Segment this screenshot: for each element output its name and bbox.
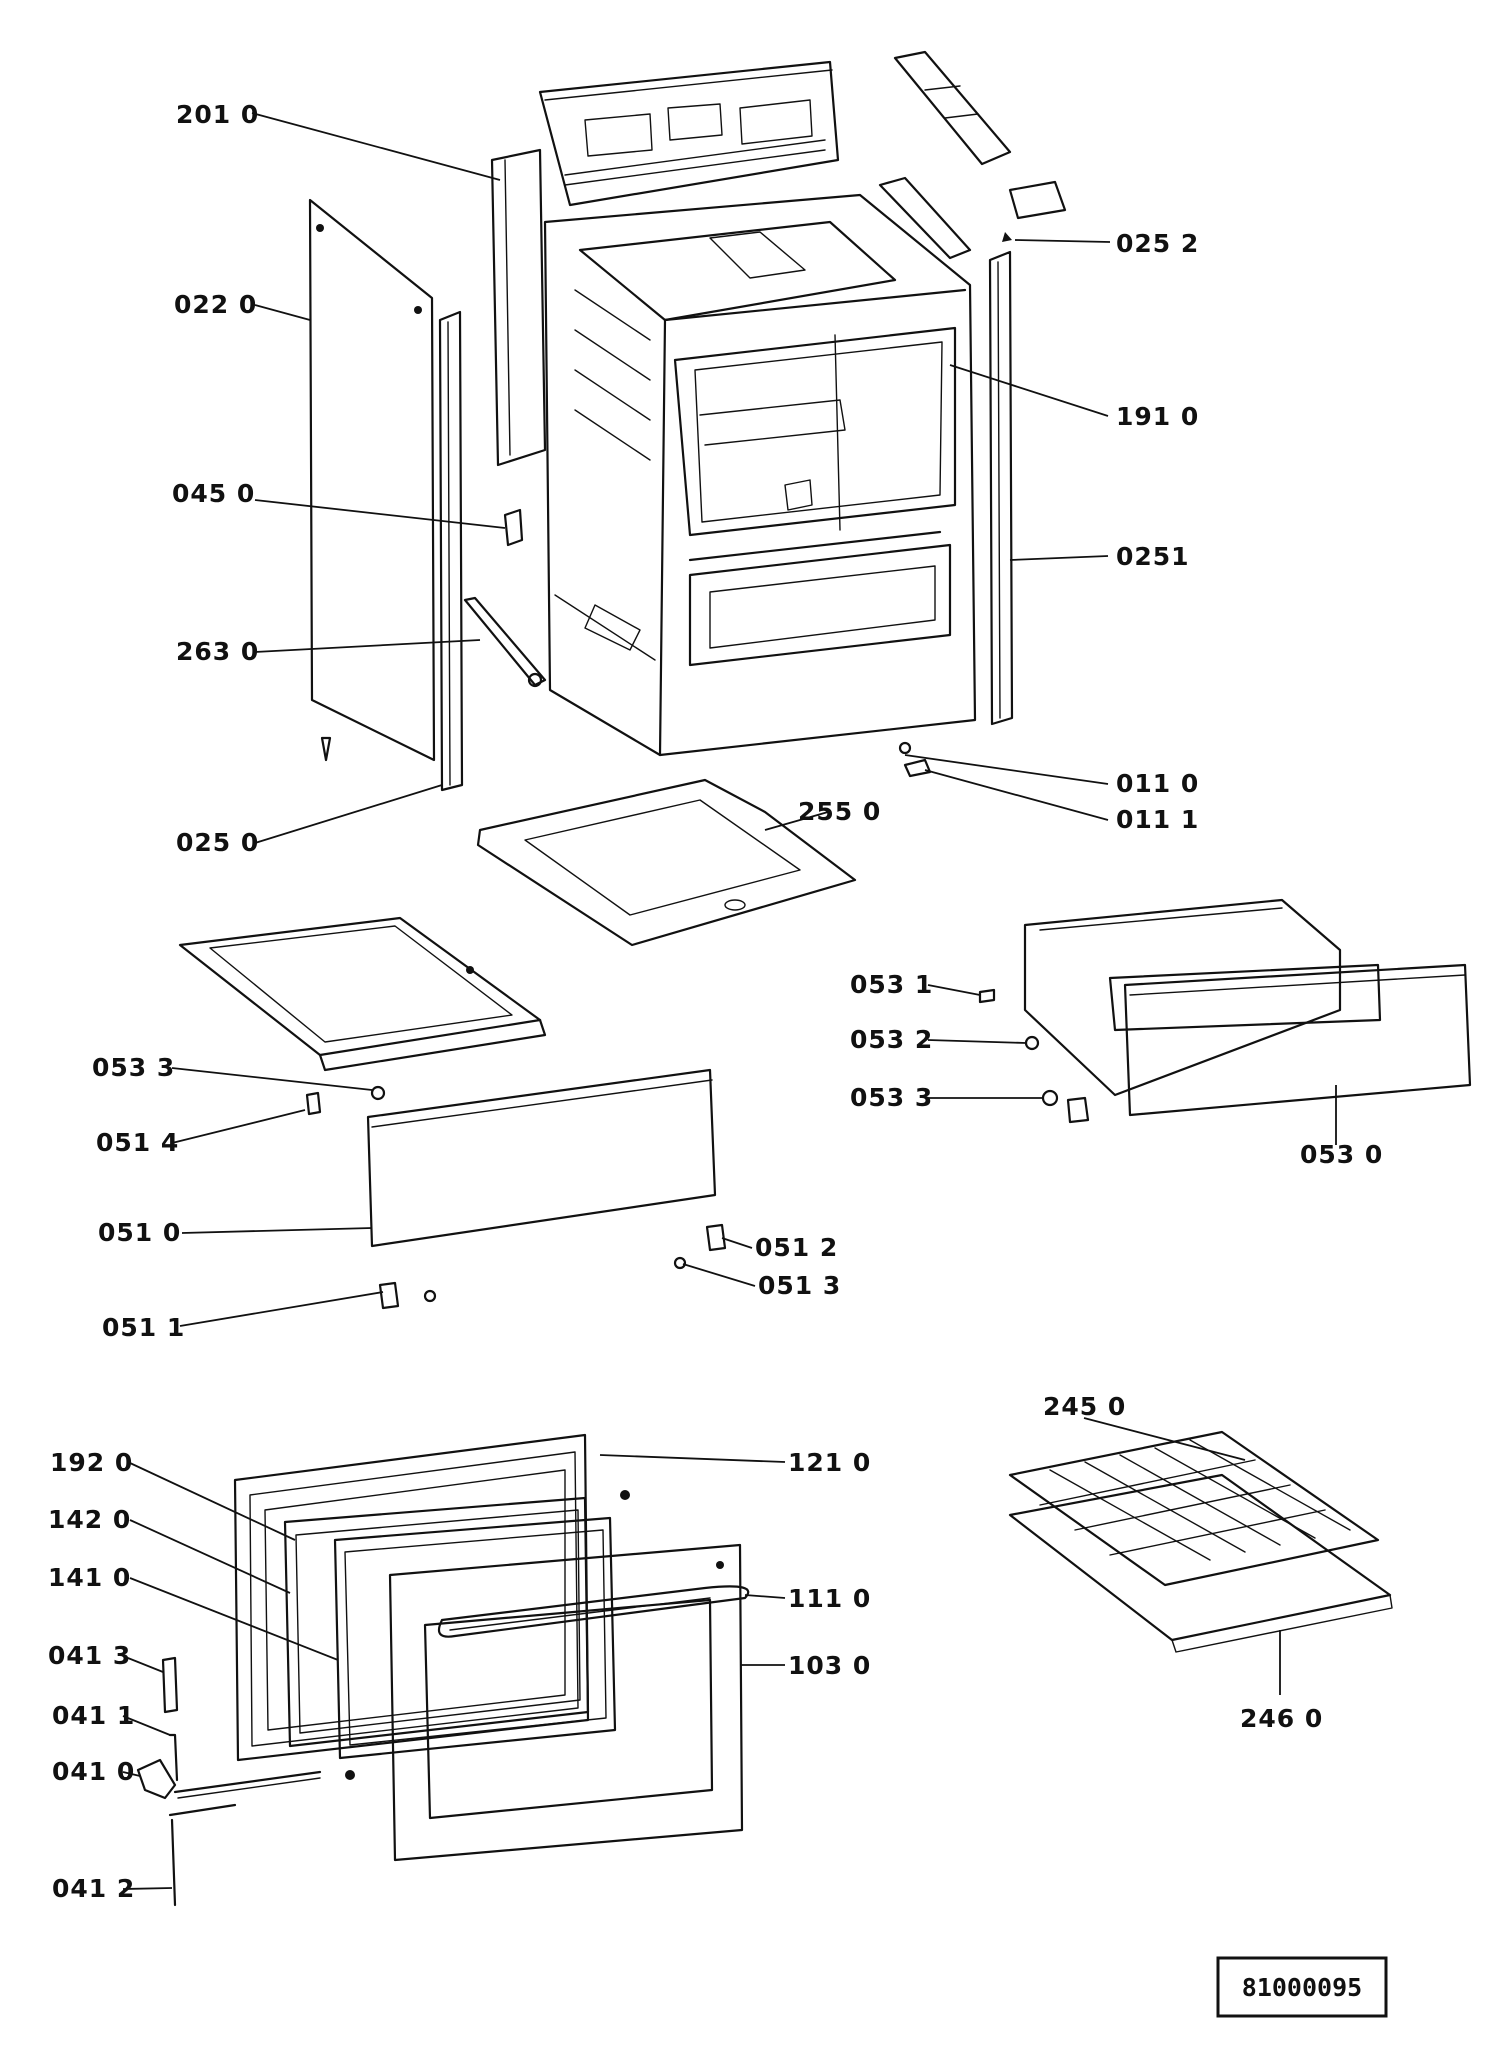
label-053-2: 053 2	[850, 1025, 933, 1054]
right-drawer-053	[1023, 898, 1472, 1117]
top-rail-and-bracket	[878, 50, 1067, 260]
side-panel-left-022	[308, 198, 436, 762]
oven-door-layers	[233, 1433, 750, 1862]
leader-lines	[122, 112, 1337, 1890]
label-045-0: 045 0	[172, 479, 255, 508]
label-142-0: 142 0	[48, 1505, 131, 1534]
label-263-0: 263 0	[176, 637, 259, 666]
cabinet-frame	[543, 193, 977, 757]
label-121-0: 121 0	[788, 1448, 871, 1477]
label-041-3: 041 3	[48, 1641, 131, 1670]
label-051-2: 051 2	[755, 1233, 838, 1262]
label-025-2: 025 2	[1116, 229, 1199, 258]
label-011-1: 011 1	[1116, 805, 1199, 834]
label-053-0: 053 0	[1300, 1140, 1383, 1169]
label-041-0: 041 0	[52, 1757, 135, 1786]
label-053-3-left: 053 3	[92, 1053, 175, 1082]
label-141-0: 141 0	[48, 1563, 131, 1592]
label-255-0: 255 0	[798, 797, 881, 826]
label-053-3-right: 053 3	[850, 1083, 933, 1112]
left-drawer-front-051	[366, 1068, 717, 1248]
oven-rack-245	[1008, 1430, 1380, 1587]
label-245-0: 245 0	[1043, 1392, 1126, 1421]
label-041-1: 041 1	[52, 1701, 135, 1730]
label-025-0: 025 0	[176, 828, 259, 857]
label-053-1: 053 1	[850, 970, 933, 999]
small-parts-middle	[305, 988, 1090, 1310]
part-labels: 201 0 022 0 045 0 263 0 025 0 025 2 191 …	[48, 100, 1383, 1903]
reference-number: 81000095	[1242, 1973, 1362, 2002]
rear-panel-201	[490, 60, 840, 467]
bottom-frame-255	[476, 778, 857, 947]
label-011-0: 011 0	[1116, 769, 1199, 798]
label-191-0: 191 0	[1116, 402, 1199, 431]
hinge-parts-041	[136, 1656, 355, 1907]
label-051-0: 051 0	[98, 1218, 181, 1247]
label-022-0: 022 0	[174, 290, 257, 319]
side-strip-right-0251	[988, 250, 1014, 726]
label-246-0: 246 0	[1240, 1704, 1323, 1733]
left-drawer-tray	[178, 916, 547, 1072]
label-051-4: 051 4	[96, 1128, 179, 1157]
label-051-1: 051 1	[102, 1313, 185, 1342]
small-parts-upper	[320, 232, 1012, 778]
reference-number-box: 81000095	[1216, 1956, 1388, 2018]
label-111-0: 111 0	[788, 1584, 871, 1613]
label-192-0: 192 0	[50, 1448, 133, 1477]
side-strip-left-025	[438, 310, 464, 792]
label-051-3: 051 3	[758, 1271, 841, 1300]
label-201-0: 201 0	[176, 100, 259, 129]
label-103-0: 103 0	[788, 1651, 871, 1680]
baking-tray-246	[1008, 1473, 1393, 1653]
label-041-2: 041 2	[52, 1874, 135, 1903]
label-0251: 0251	[1116, 542, 1190, 571]
